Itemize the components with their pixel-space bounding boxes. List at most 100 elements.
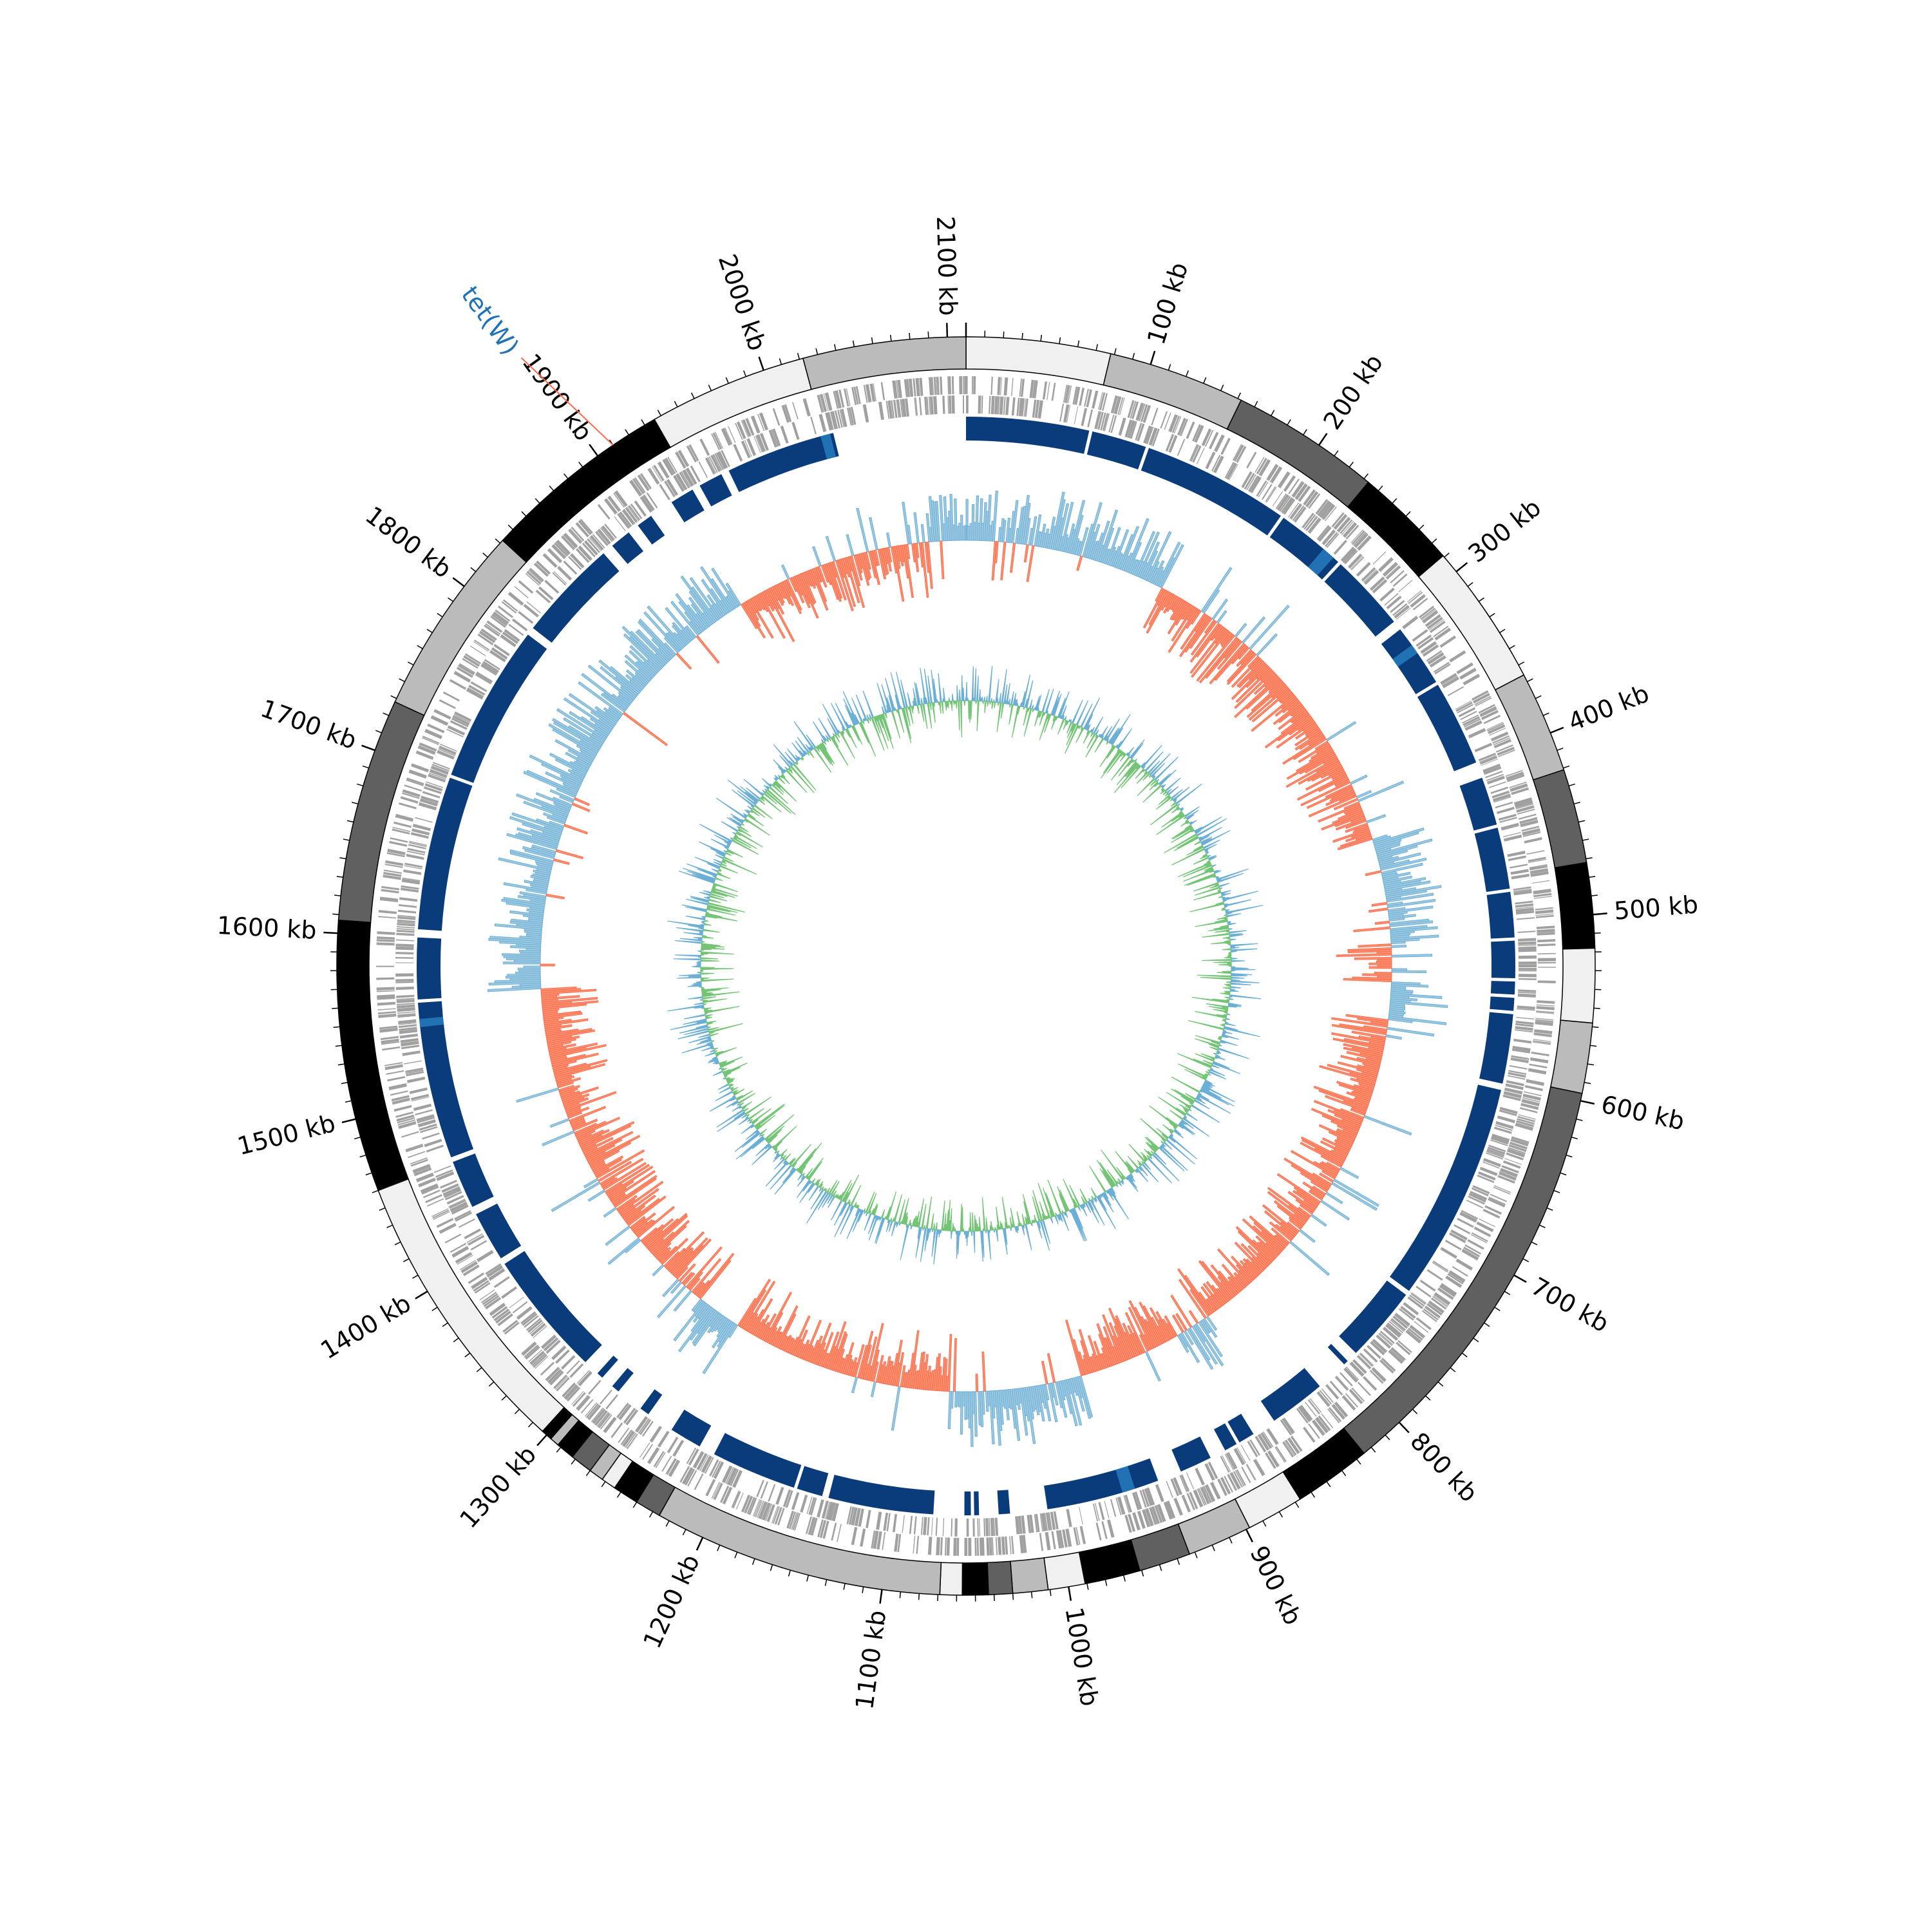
minor-tick [1584,1082,1591,1084]
major-tick [1068,1586,1072,1601]
contig-segment [1532,769,1587,869]
homology-block [451,634,547,783]
minor-tick [1159,1564,1162,1571]
tick-label: 1600 kb [216,911,317,945]
minor-tick [852,340,855,347]
minor-tick [1356,1459,1361,1465]
minor-tick [927,331,929,338]
minor-tick [386,1224,393,1229]
minor-tick [1203,377,1207,384]
homology-block [1044,1458,1159,1510]
major-tick [1593,913,1607,916]
tick-label: 600 kb [1598,1090,1687,1135]
minor-tick [1504,1291,1511,1296]
homology-highlight [419,1016,444,1028]
minor-tick [1594,932,1601,934]
major-tick [1549,726,1564,734]
homology-block [612,532,644,564]
homology-block [1260,1368,1320,1421]
minor-tick [402,1258,410,1262]
minor-tick [336,876,343,878]
minor-tick [657,410,661,416]
homology-block [974,1491,980,1515]
contig-segment [1282,1427,1365,1500]
minor-tick [501,1395,507,1401]
minor-tick [1527,678,1533,683]
minor-tick [1122,1575,1126,1582]
homology-block [714,1433,802,1488]
minor-tick [909,332,911,339]
contig-segment [336,919,409,1191]
minor-tick [352,802,359,805]
homology-block [964,1491,971,1515]
minor-tick [1311,1492,1316,1498]
tick-label: 1500 kb [234,1109,338,1160]
minor-tick [1450,1367,1456,1372]
tick-label: 200 kb [1318,349,1388,435]
minor-tick [717,1544,721,1551]
minor-tick [337,1063,345,1066]
minor-tick [1593,1007,1600,1009]
minor-tick [375,730,382,734]
minor-tick [1392,498,1397,504]
minor-tick [1539,1224,1546,1229]
homology-highlight [1308,549,1334,576]
minor-tick [1542,712,1549,716]
gc-skew-positive [488,490,1448,1447]
minor-tick [1095,344,1098,351]
homology-block [997,1490,1010,1515]
minor-tick [725,377,729,384]
minor-tick [383,712,390,716]
minor-tick [1021,332,1023,339]
minor-tick [1461,1352,1468,1358]
minor-tick [426,629,433,634]
minor-tick [1294,1502,1300,1508]
minor-tick [488,1381,495,1387]
minor-tick [1049,1589,1052,1596]
minor-tick [399,678,405,683]
minor-tick [1220,384,1224,391]
minor-tick [1012,1593,1014,1600]
minor-tick [1425,1395,1431,1401]
minor-tick [641,419,645,426]
homology-block [1491,940,1515,979]
homology-block [1490,981,1515,995]
minor-tick [1086,1583,1089,1590]
minor-tick [708,384,712,391]
minor-tick [335,1045,342,1047]
homology-block [417,1001,474,1158]
minor-tick [1568,783,1575,787]
minor-tick [1168,364,1171,371]
minor-tick [1186,370,1189,377]
annotation-label-tetW: tet(W) [456,281,525,360]
homology-highlight [1392,645,1418,667]
tick-label: 2100 kb [931,216,963,316]
minor-tick [674,401,678,408]
minor-tick [390,695,397,699]
tick-label: 1700 kb [257,694,361,755]
minor-tick [1494,1307,1501,1311]
minor-tick [616,1492,621,1498]
minor-tick [752,1558,755,1565]
minor-tick [1484,1322,1490,1327]
minor-tick [1349,461,1354,468]
contig-ring [336,336,1596,1596]
minor-tick [1531,1241,1538,1245]
minor-tick [1262,1520,1267,1527]
homology-block [1459,777,1497,831]
minor-tick [1287,419,1291,426]
homology-block [966,417,1090,454]
minor-tick [1141,1569,1144,1577]
minor-tick [1535,695,1542,699]
minor-tick [862,1586,864,1593]
major-tick [1245,1529,1254,1543]
major-tick [1455,562,1468,573]
homology-block [597,1356,618,1378]
minor-tick [549,486,554,491]
homology-block [533,553,620,643]
minor-tick [1589,876,1596,878]
minor-tick [1341,1470,1347,1476]
minor-tick [1578,820,1586,823]
homology-block [476,1203,522,1259]
homology-track [417,417,1515,1515]
